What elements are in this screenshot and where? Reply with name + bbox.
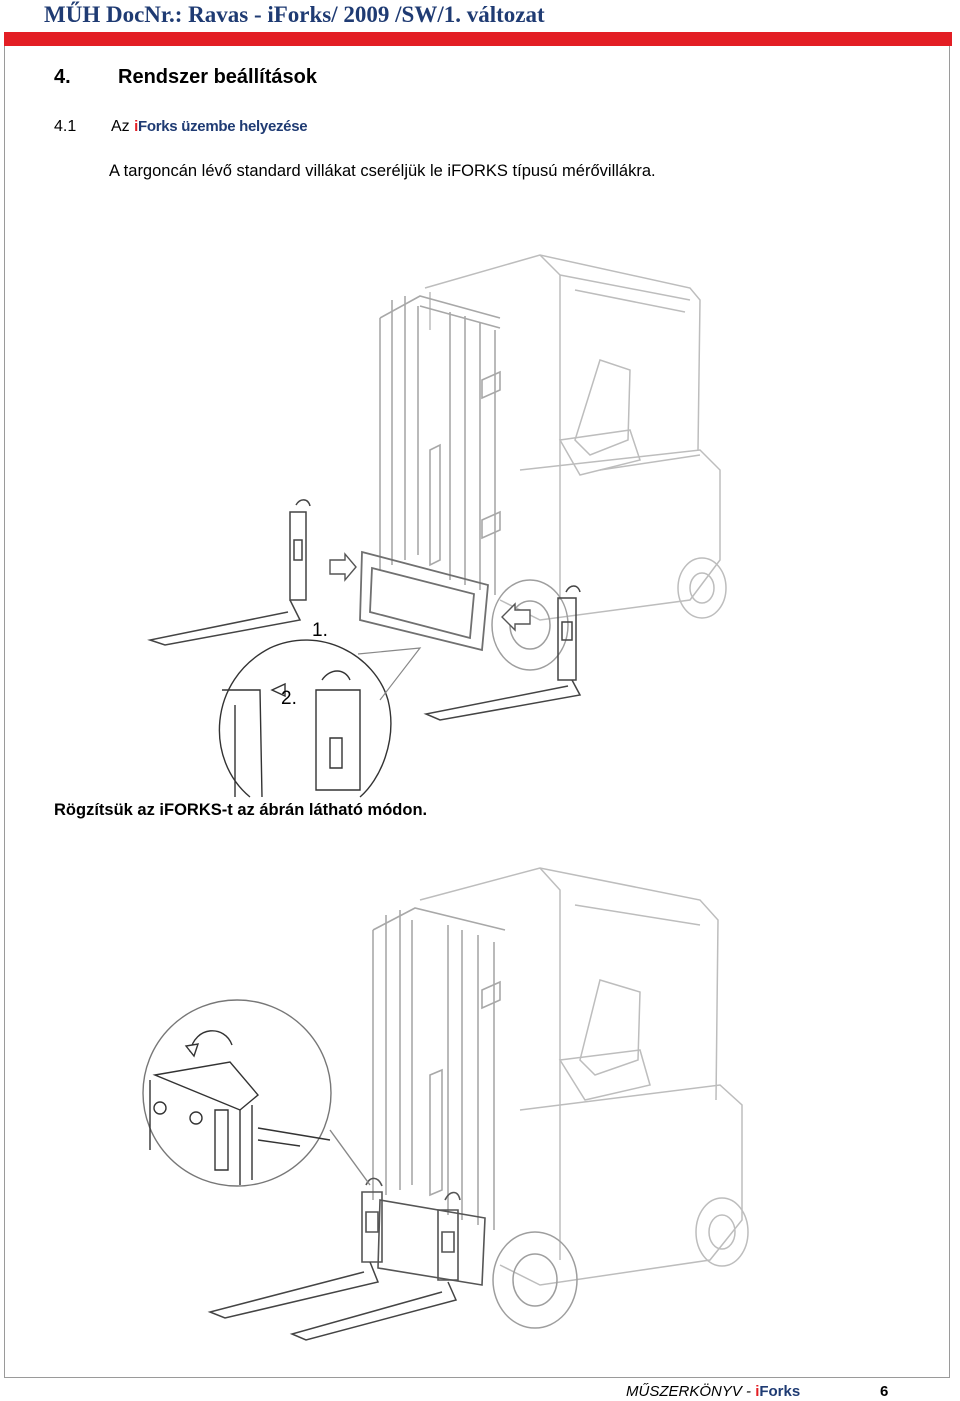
document-header-title: MŰH DocNr.: Ravas - iForks/ 2009 /SW/1. … — [44, 2, 545, 27]
subsection-prefix: Az — [111, 118, 130, 135]
page-frame — [4, 46, 950, 1378]
brand-i: i — [134, 118, 138, 135]
footer-brand-rest: Forks — [759, 1383, 801, 1400]
section-title: Rendszer beállítások — [118, 66, 317, 88]
brand-phrase: iForks üzembe helyezése — [134, 118, 308, 135]
brand-rest: Forks üzembe helyezése — [138, 118, 308, 135]
section-number: 4. — [54, 66, 71, 88]
footer-book-title: MŰSZERKÖNYV - iForks — [626, 1383, 800, 1400]
figure-fork-replacement: 1. 2. — [147, 254, 727, 798]
intro-paragraph: A targoncán lévő standard villákat cseré… — [109, 162, 656, 180]
step-1-label: 1. — [312, 620, 328, 641]
footer-brand: iForks — [755, 1383, 800, 1400]
subsection-number: 4.1 — [54, 118, 77, 135]
header-red-bar — [4, 32, 952, 46]
footer-brand-i: i — [755, 1383, 760, 1400]
step-2-label: 2. — [281, 688, 297, 709]
fix-paragraph: Rögzítsük az iFORKS-t az ábrán látható m… — [54, 801, 428, 819]
subsection-heading: 4.1 Az iForks üzembe helyezése — [54, 118, 308, 136]
footer-book-label: MŰSZERKÖNYV - — [626, 1383, 752, 1400]
section-heading: 4. Rendszer beállítások — [54, 66, 317, 89]
page-number: 6 — [880, 1383, 889, 1400]
